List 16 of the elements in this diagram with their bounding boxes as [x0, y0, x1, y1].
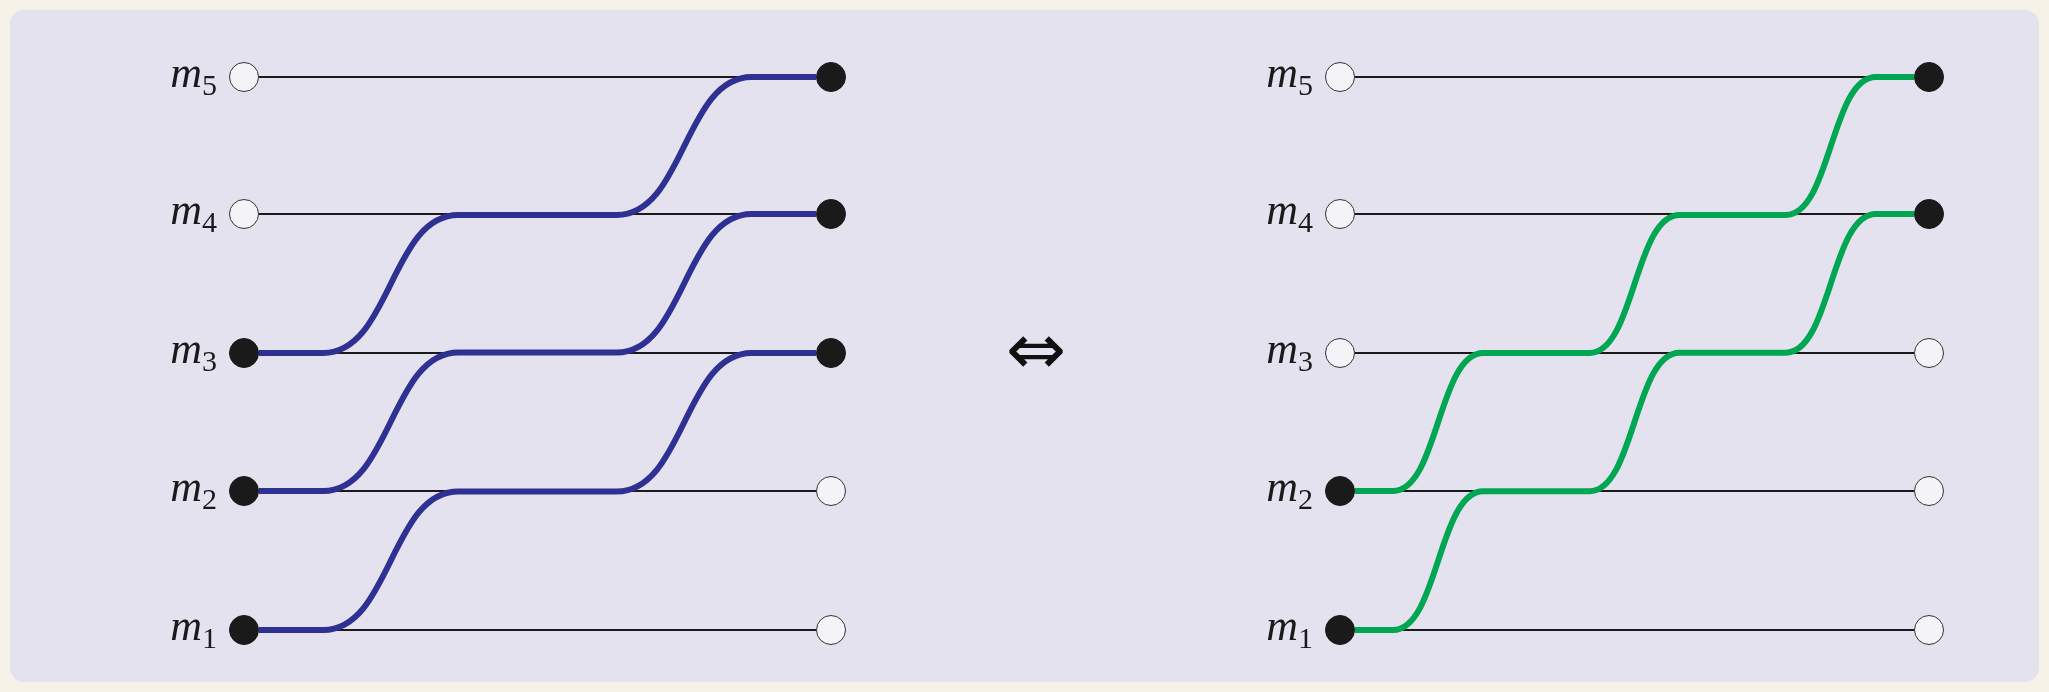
curved-connector — [259, 350, 816, 633]
variable-label: m$_{2}$ — [169, 465, 217, 509]
variable-label: m$_{1}$ — [1265, 604, 1313, 648]
variable-label: m$_{4}$ — [1265, 188, 1313, 232]
variable-label: m$_{1}$ — [169, 604, 217, 648]
curved-connector — [259, 211, 816, 494]
variable-label: m$_{3}$ — [1265, 327, 1313, 371]
curved-connector — [1355, 74, 1914, 494]
variable-label: m$_{2}$ — [1265, 465, 1313, 509]
variable-label: m$_{3}$ — [169, 327, 217, 371]
variable-label: m$_{5}$ — [169, 51, 217, 95]
curved-connector — [259, 74, 816, 356]
equivalence-symbol: ⇔ — [1004, 313, 1068, 385]
variable-label: m$_{5}$ — [1265, 51, 1313, 95]
variable-label: m$_{4}$ — [169, 188, 217, 232]
curved-connector — [1355, 211, 1914, 633]
